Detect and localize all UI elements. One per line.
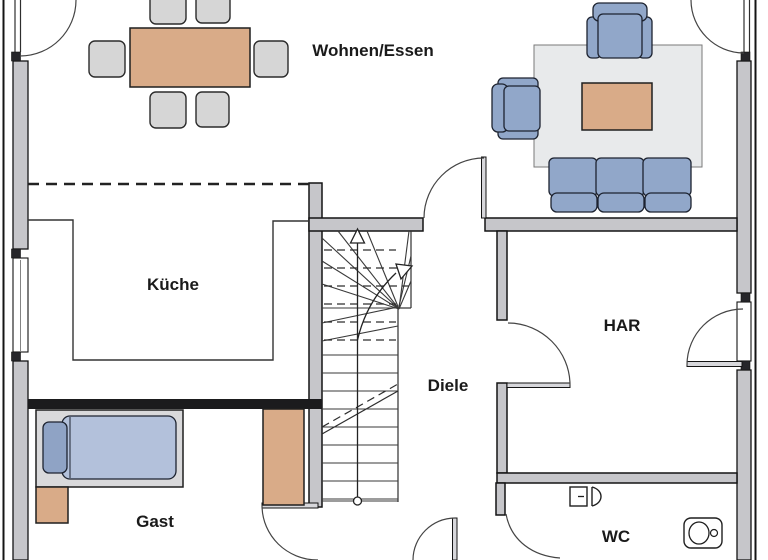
- interior-walls: [28, 182, 738, 516]
- entrance-door-leaf: [452, 517, 458, 560]
- dining-chair: [149, 91, 187, 129]
- coffee-table: [581, 82, 653, 131]
- wall-diele-har-upper: [496, 230, 508, 321]
- dining-table: [129, 27, 251, 88]
- walking-line-start-circle: [352, 496, 363, 506]
- har-exterior-door-opening: [736, 301, 752, 362]
- terrace-door-arc: [690, 0, 745, 54]
- wc-fixtures: [569, 486, 723, 549]
- kitchen-counter-outline: [28, 219, 309, 361]
- window-junction-icon: [740, 51, 751, 62]
- nightstand: [35, 486, 69, 524]
- stair-up-arrow-icon: [349, 227, 366, 244]
- room-label-kueche: Küche: [147, 275, 199, 294]
- toilet-icon: [683, 517, 723, 549]
- window-junction-icon: [11, 351, 21, 362]
- sofa: [548, 157, 692, 213]
- window-junction-icon: [11, 51, 21, 62]
- window-junction-icon: [740, 292, 751, 303]
- wall-har-wc: [496, 472, 738, 484]
- bed-mattress: [61, 415, 177, 480]
- window-junction-icon: [11, 248, 21, 259]
- room-label-diele: Diele: [428, 376, 469, 395]
- wall-kueche-gast: [28, 399, 322, 409]
- har-door-leaf: [506, 382, 571, 388]
- stair-break-line-dashed: [321, 383, 399, 428]
- terrace-door-arc: [19, 0, 77, 57]
- dining-chair: [195, 91, 230, 128]
- wall-wc-stub: [495, 482, 506, 516]
- entrance-door-arc: [412, 517, 456, 560]
- stair-treads: [321, 306, 399, 500]
- left-wall-band: [12, 60, 29, 250]
- dining-chair: [88, 40, 126, 78]
- staircase: [321, 227, 414, 506]
- left-wall-band-lower: [12, 360, 29, 560]
- dining-chair: [195, 0, 231, 24]
- wall-wohnen-stair: [308, 217, 424, 232]
- wc-door-arc: [505, 513, 561, 559]
- stair-upper-flight-dashed: [324, 249, 409, 341]
- stair-branch-line: [356, 272, 397, 341]
- armchair: [491, 77, 541, 140]
- armchair: [586, 2, 653, 59]
- wall-diele-har-lower: [496, 382, 508, 474]
- room-label-har: HAR: [604, 316, 641, 335]
- gast-door-arc: [261, 504, 319, 560]
- dining-chair: [253, 40, 289, 78]
- dining-chair: [149, 0, 187, 25]
- dining-set: [88, 0, 289, 129]
- stair-branch-arrow-icon: [395, 263, 414, 281]
- bed-pillow: [42, 421, 68, 474]
- room-label-wc: WC: [602, 527, 630, 546]
- har-exterior-door-leaf: [686, 361, 743, 367]
- room-label-wohnen-essen: Wohnen/Essen: [312, 41, 434, 60]
- wall-wohnen-har: [484, 217, 738, 232]
- har-door-arc: [507, 322, 571, 386]
- diele-door-leaf: [481, 156, 487, 219]
- guest-room-furniture: [35, 408, 305, 524]
- room-label-gast: Gast: [136, 512, 174, 531]
- living-set: [491, 2, 703, 213]
- diele-door-arc: [423, 157, 485, 219]
- right-wall-band: [736, 60, 752, 294]
- har-exterior-door-arc: [686, 308, 744, 366]
- washbasin-icon: [569, 486, 602, 507]
- stair-winder-treads: [321, 230, 412, 310]
- wardrobe: [262, 408, 305, 506]
- stair-break-line: [321, 390, 399, 435]
- right-wall-band-lower: [736, 369, 752, 560]
